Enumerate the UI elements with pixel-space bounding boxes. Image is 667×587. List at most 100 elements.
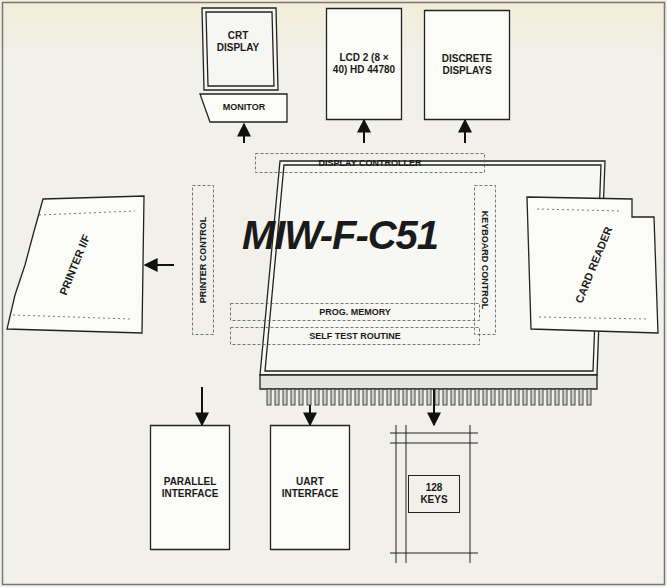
connector-arrow <box>363 120 365 143</box>
node-label: MIW-F-C51 <box>160 213 520 257</box>
chip-pin <box>467 389 471 405</box>
drawing-line <box>537 209 622 211</box>
chip-pin <box>267 389 271 405</box>
drawing-line <box>539 317 648 319</box>
box-outline <box>151 426 230 550</box>
chip-pin <box>443 389 447 405</box>
chip-pin <box>491 389 495 405</box>
chip-pin <box>283 389 287 405</box>
chip-pin <box>363 389 367 405</box>
connector-arrow <box>243 124 245 143</box>
drawing-line <box>470 425 471 563</box>
chip-block: PROG. MEMORY <box>230 303 480 321</box>
node-label: PRINTER CONTROL <box>198 217 209 304</box>
monitor-screen <box>202 8 278 90</box>
card-outline <box>527 197 658 333</box>
chip-package: DISPLAY CONTROLLER PRINTER CONTROL KEYBOAR… <box>160 135 520 395</box>
node-label: PARALLEL INTERFACE <box>156 476 224 500</box>
chip-pin <box>499 389 503 405</box>
node-label: PROG. MEMORY <box>319 307 391 318</box>
connector-arrow <box>201 387 203 425</box>
chip-pin <box>419 389 423 405</box>
chip-pin <box>515 389 519 405</box>
chip-pin <box>579 389 583 405</box>
box-outline <box>327 9 402 120</box>
card-shape: CARD READER <box>525 195 662 335</box>
chip-pin <box>371 389 375 405</box>
block-outline <box>231 328 480 345</box>
chip-pin <box>291 389 295 405</box>
connector-arrow <box>464 120 466 143</box>
chip-pin <box>475 389 479 405</box>
node-label: CRT DISPLAY <box>209 30 267 54</box>
printer-sheet: PRINTER I/F <box>5 195 145 335</box>
chip-pin <box>507 389 511 405</box>
node-label: LCD 2 (8 × 40) HD 44780 <box>332 52 396 76</box>
chip-pin <box>315 389 319 405</box>
connector-arrow <box>145 264 174 266</box>
chip-pin <box>427 389 431 405</box>
chip-pin <box>411 389 415 405</box>
box-outline <box>425 11 510 120</box>
display-box: DISCRETE DISPLAYS <box>424 10 510 120</box>
chip-pin <box>347 389 351 405</box>
frame-border <box>3 3 665 585</box>
node-label: MONITOR <box>200 102 288 113</box>
chip-block: KEYBOARD CONTROL <box>474 185 496 335</box>
chip-pin <box>275 389 279 405</box>
monitor-base <box>200 94 287 122</box>
chip-pin <box>571 389 575 405</box>
drawing-line <box>390 553 478 554</box>
drawing-line <box>13 315 131 319</box>
node-outline <box>160 135 520 395</box>
node-label: SELF TEST ROUTINE <box>309 331 401 342</box>
drawing-line <box>396 425 397 563</box>
chip-pin <box>403 389 407 405</box>
node-label: UART INTERFACE <box>276 476 344 500</box>
drawing-line <box>390 433 478 434</box>
node-label: DISCRETE DISPLAYS <box>430 53 504 77</box>
chip-pin <box>435 389 439 405</box>
chip-pin <box>299 389 303 405</box>
chip-pin <box>547 389 551 405</box>
box-outline <box>271 426 350 550</box>
chip-pin <box>331 389 335 405</box>
interface-box: UART INTERFACE <box>270 425 350 550</box>
chip-pin <box>587 389 591 405</box>
node-label: KEYBOARD CONTROL <box>480 211 491 310</box>
chip-pin <box>387 389 391 405</box>
chip-pin <box>355 389 359 405</box>
block-outline <box>231 304 480 321</box>
drawing-line <box>406 425 407 563</box>
block-outline <box>256 154 485 173</box>
interface-box: PARALLEL INTERFACE <box>150 425 230 550</box>
chip-pin <box>523 389 527 405</box>
chip-block: DISPLAY CONTROLLER <box>255 153 485 173</box>
keypad-grid: 128 KEYS <box>390 425 478 563</box>
block-outline <box>475 186 496 335</box>
drawing-line <box>39 211 135 215</box>
screen-bezel <box>206 12 274 86</box>
chip-pin <box>563 389 567 405</box>
chip-pin <box>539 389 543 405</box>
block-outline <box>193 186 214 335</box>
chip-edge <box>260 375 597 389</box>
chip-pin <box>379 389 383 405</box>
chip-pin <box>555 389 559 405</box>
chip-block: SELF TEST ROUTINE <box>230 327 480 345</box>
node-label: 128 KEYS <box>408 475 460 513</box>
chip-pin <box>531 389 535 405</box>
drawing-line <box>390 443 478 444</box>
chip-pin <box>323 389 327 405</box>
chip-pin <box>451 389 455 405</box>
paper-sheet <box>7 196 144 333</box>
crt-monitor: CRT DISPLAY MONITOR <box>200 6 288 124</box>
lcd-box: LCD 2 (8 × 40) HD 44780 <box>326 8 402 120</box>
chip-pin <box>483 389 487 405</box>
chip-pin <box>307 389 311 405</box>
node-label: DISPLAY CONTROLLER <box>318 158 421 169</box>
chip-pin <box>395 389 399 405</box>
chip-pin <box>459 389 463 405</box>
chip-block: PRINTER CONTROL <box>192 185 214 335</box>
